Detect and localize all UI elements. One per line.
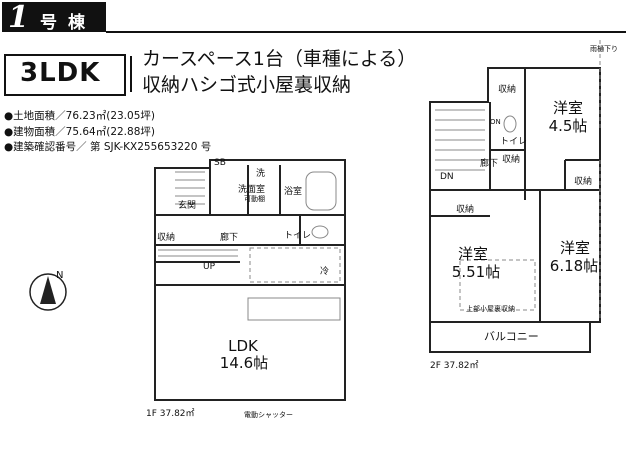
f2-western-c-size: 6.18帖 xyxy=(549,257,599,275)
f2-storage-small: 収納 xyxy=(502,155,521,165)
f1-shutter-label: 電動シャッター xyxy=(244,411,293,419)
spec-permit-number: ●建築確認番号／ 第 SJK-KX255653220 号 xyxy=(4,141,212,153)
building-number: 1 xyxy=(8,0,29,35)
f2-western-c-label: 洋室 xyxy=(559,239,590,257)
f1-washroom-label: 洗面室 xyxy=(238,185,266,195)
building-number-badge: 1 号 棟 xyxy=(2,0,106,35)
f1-hallway-label: 廊下 xyxy=(220,233,239,243)
spec-land-area: ●土地面積／76.23㎡(23.05坪) xyxy=(4,110,155,122)
building-suffix-gou: 号 xyxy=(40,13,57,33)
compass-icon xyxy=(29,273,67,311)
f1-shoebox-label: SB xyxy=(214,158,226,168)
headline-parking: カースペース1台（車種による） xyxy=(142,48,417,70)
f2-storage-top: 収納 xyxy=(498,85,517,95)
f2-western-a-size: 4.5帖 xyxy=(548,117,588,135)
f1-washroom-sub: 可動棚 xyxy=(244,195,265,203)
header-divider xyxy=(130,56,132,92)
f2-western-b-label: 洋室 xyxy=(457,245,488,263)
f2-western-a-label: 洋室 xyxy=(552,99,583,117)
f2-balcony-label: バルコニー xyxy=(484,330,539,343)
f2-storage-right: 収納 xyxy=(574,177,593,187)
f1-area-label: 1F 37.82㎡ xyxy=(146,409,195,419)
f2-storage-mid: 収納 xyxy=(456,205,475,215)
f1-bathroom-label: 浴室 xyxy=(284,187,303,197)
f1-wash-mark: 洗 xyxy=(256,169,266,179)
header-rule xyxy=(106,31,626,33)
f1-ldk-label: LDK xyxy=(228,337,258,355)
layout-type: 3LDK xyxy=(20,58,101,88)
spec-building-area: ●建物面積／75.64㎡(22.88坪) xyxy=(4,126,155,138)
f2-hallway-label: 廊下 xyxy=(480,159,499,169)
f2-western-b-size: 5.51帖 xyxy=(451,263,501,281)
f1-ldk-size: 14.6帖 xyxy=(219,354,269,372)
f1-up-label: UP xyxy=(203,262,216,272)
headline-attic: 収納ハシゴ式小屋裏収納 xyxy=(142,74,352,96)
compass-north-label: N xyxy=(56,270,64,281)
f2-drainpipe-label: 雨樋下り xyxy=(590,45,618,53)
f2-toilet-label: トイレ xyxy=(500,137,528,147)
f1-toilet-label: トイレ xyxy=(284,231,312,241)
layout-type-box: 3LDK xyxy=(4,54,126,96)
f1-ref-mark: 冷 xyxy=(320,267,330,277)
f1-genkan-label: 玄関 xyxy=(178,201,197,211)
f2-attic-label: 上部小屋裏収納 xyxy=(466,305,515,313)
building-suffix-mune: 棟 xyxy=(68,13,85,33)
f2-area-label: 2F 37.82㎡ xyxy=(430,361,479,371)
f2-dn-label: DN xyxy=(440,172,454,182)
f1-storage-label: 収納 xyxy=(157,233,176,243)
f2-on-mark: ON xyxy=(490,118,501,126)
